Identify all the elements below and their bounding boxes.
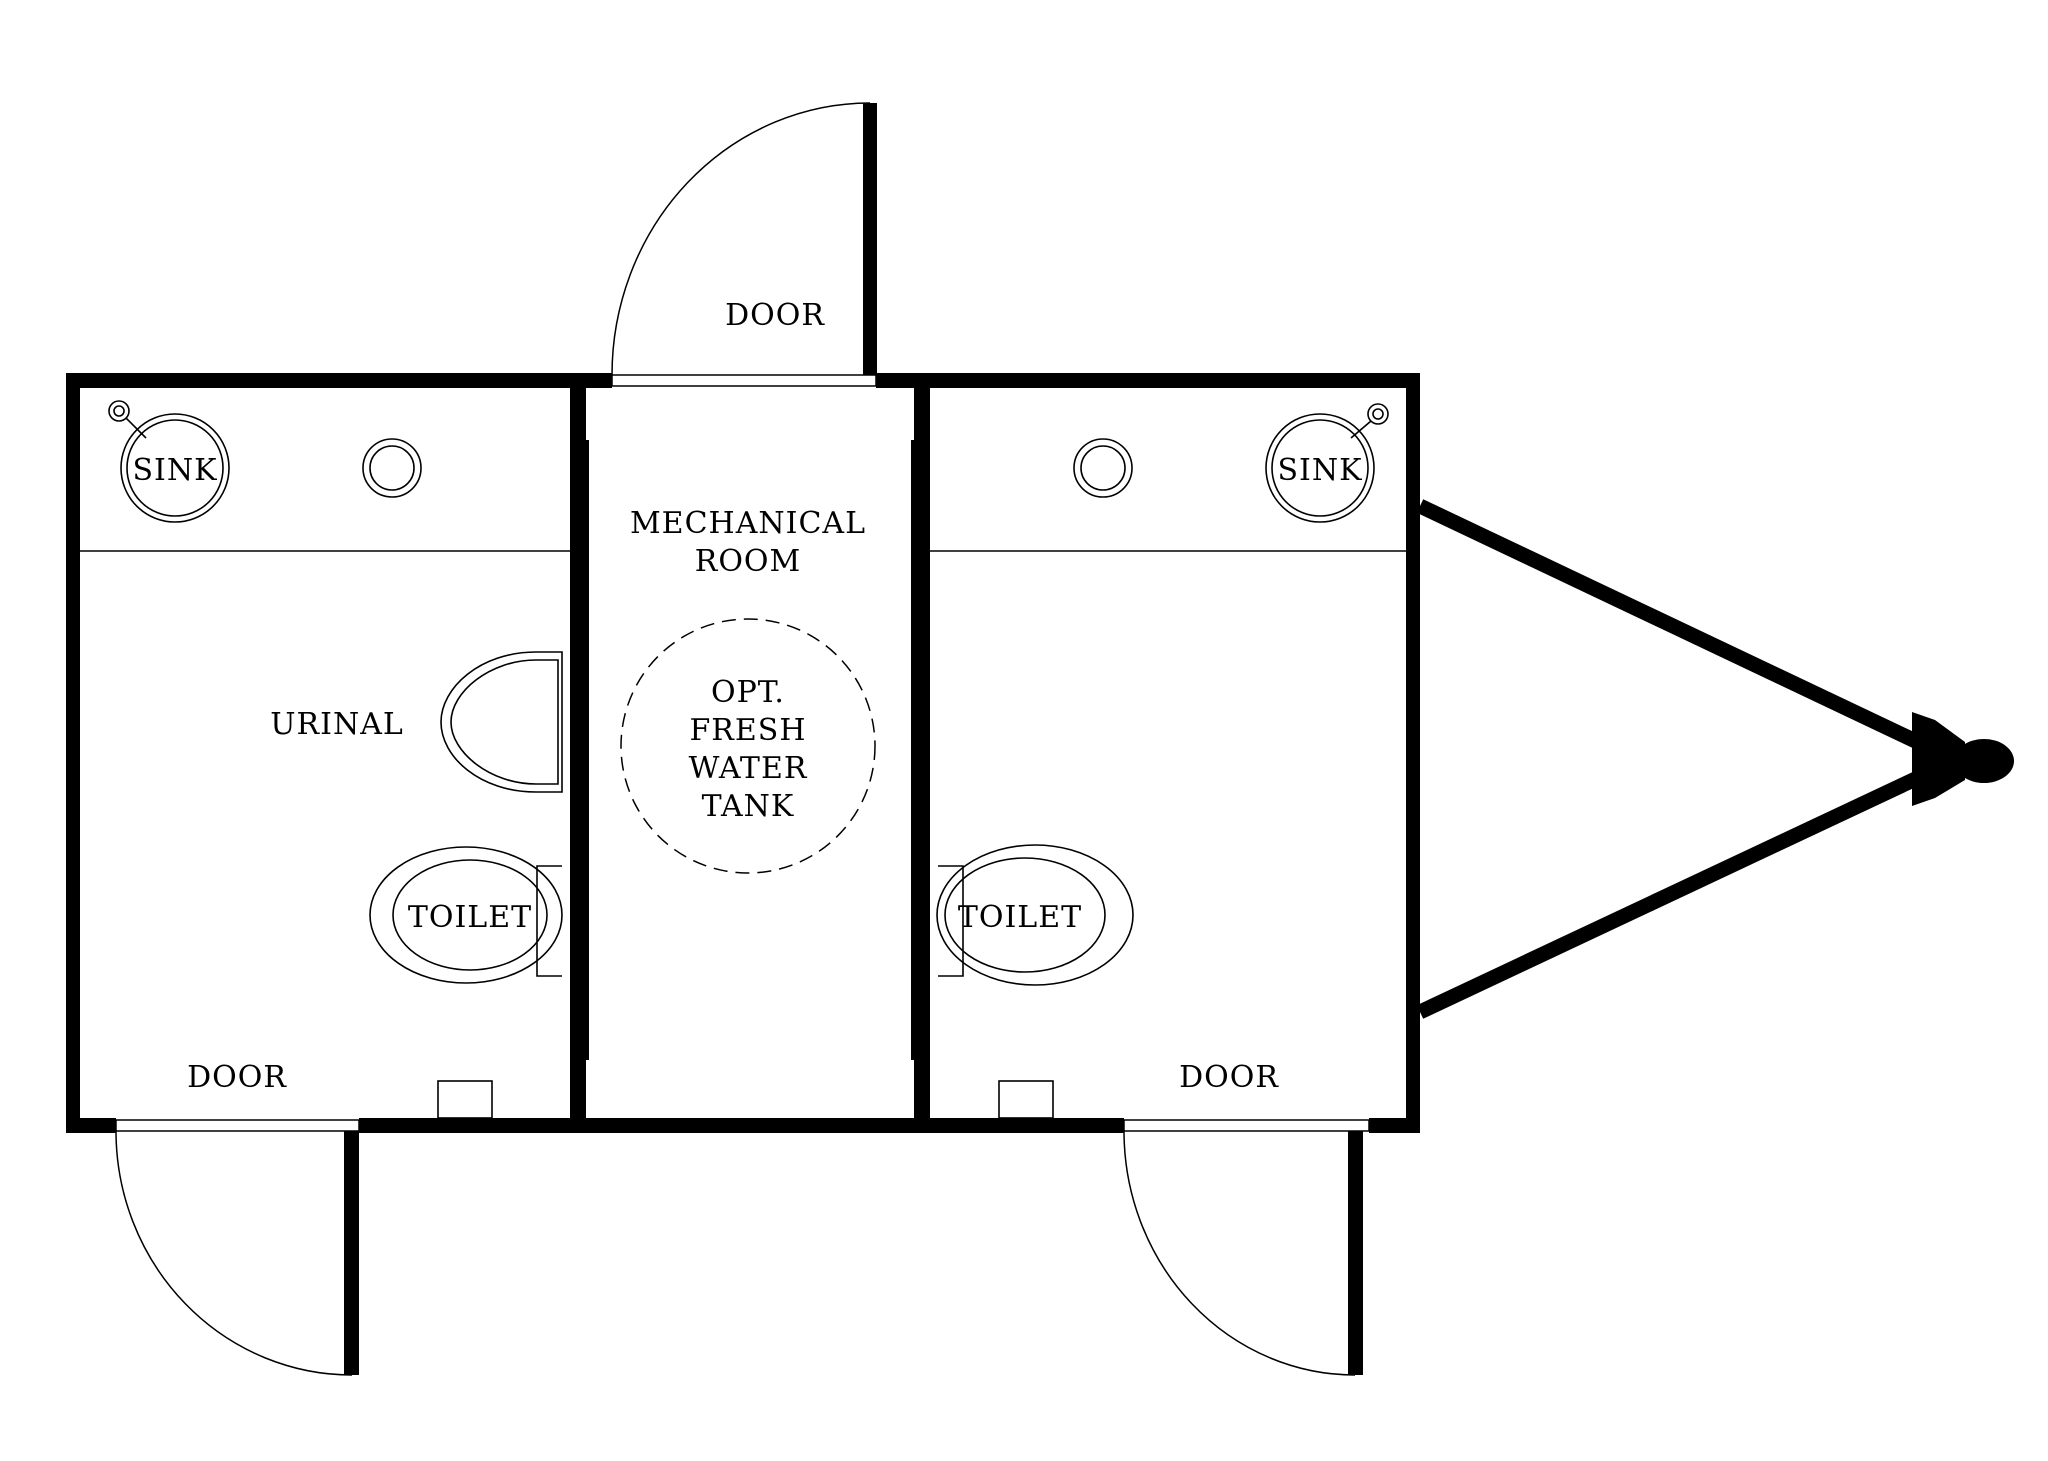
- urinal: URINAL: [270, 651, 563, 793]
- tank-label-4: TANK: [702, 789, 795, 824]
- left-sink-label: SINK: [132, 453, 217, 488]
- right-door-label: DOOR: [1179, 1060, 1279, 1095]
- right-toilet: TOILET: [936, 844, 1134, 986]
- left-sink: SINK: [108, 400, 230, 523]
- right-toilet-label: TOILET: [958, 900, 1082, 935]
- right-drain-fixture: [1073, 438, 1133, 498]
- urinal-label: URINAL: [270, 707, 404, 742]
- fresh-water-tank: OPT. FRESH WATER TANK: [620, 618, 876, 874]
- exterior-walls: [66, 373, 1420, 1133]
- right-floor-vent: [998, 1080, 1054, 1119]
- left-floor-vent: [437, 1080, 493, 1119]
- hitch-ball: [1954, 739, 2014, 783]
- right-sink: SINK: [1265, 403, 1389, 523]
- partition-walls: [570, 388, 930, 1118]
- hitch-coupler: [1912, 712, 1965, 806]
- right-restroom: SINK TOILET: [936, 403, 1389, 1119]
- mechanical-room-label-1: MECHANICAL: [630, 506, 866, 541]
- right-door: DOOR: [1123, 1060, 1363, 1376]
- left-drain-fixture: [362, 438, 422, 498]
- left-toilet-label: TOILET: [408, 900, 532, 935]
- left-toilet: TOILET: [369, 846, 563, 984]
- mechanical-room-label-2: ROOM: [695, 544, 802, 579]
- top-door: DOOR: [611, 102, 877, 376]
- top-door-label: DOOR: [725, 298, 825, 333]
- left-door: DOOR: [115, 1060, 359, 1376]
- right-sink-label: SINK: [1277, 453, 1362, 488]
- trailer-hitch: [1416, 499, 2014, 1019]
- mechanical-room: MECHANICAL ROOM OPT. FRESH WATER TANK: [620, 506, 876, 874]
- tank-label-2: FRESH: [689, 713, 806, 748]
- door-thresholds: [115, 374, 1370, 1132]
- left-door-label: DOOR: [187, 1060, 287, 1095]
- tank-label-1: OPT.: [711, 675, 785, 710]
- tank-label-3: WATER: [689, 751, 808, 786]
- left-restroom: SINK URINAL TOILET: [108, 400, 563, 1119]
